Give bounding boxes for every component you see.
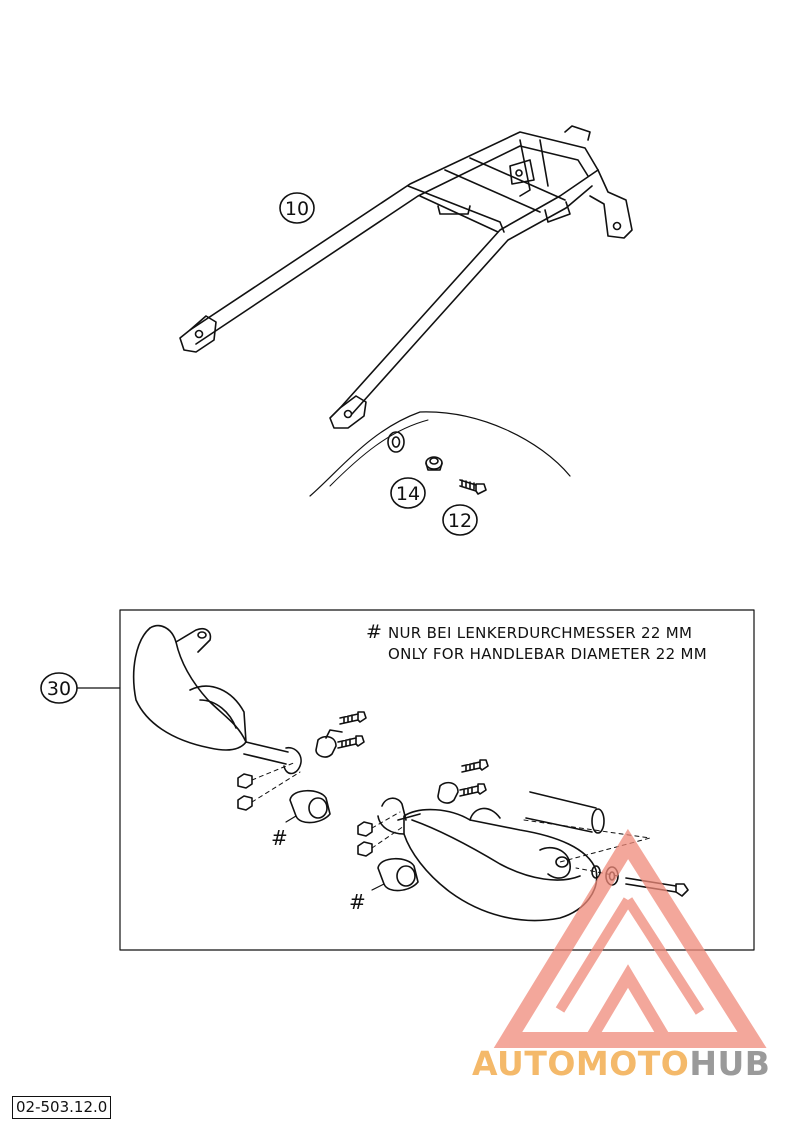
note-block: # NUR BEI LENKERDURCHMESSER 22 MM ONLY FO… xyxy=(366,622,707,665)
luggage-rack-drawing xyxy=(179,125,633,429)
right-handguard-drawing xyxy=(357,759,689,922)
callout-12: 12 xyxy=(448,510,472,532)
screw-part xyxy=(459,479,487,495)
note-symbol: # xyxy=(366,621,383,643)
fender-mount-hole xyxy=(387,431,405,453)
fender-outline xyxy=(309,411,571,497)
fender-outline-inner xyxy=(329,419,429,487)
washer-part xyxy=(425,456,443,471)
document-code: 02-503.12.0 xyxy=(12,1096,112,1119)
note-line-de: NUR BEI LENKERDURCHMESSER 22 MM xyxy=(388,624,693,642)
handguard-kit-frame xyxy=(119,609,755,951)
callout-14: 14 xyxy=(396,483,420,505)
callout-30: 30 xyxy=(47,678,71,700)
left-handguard-drawing xyxy=(132,624,367,824)
watermark-logo xyxy=(493,828,767,1048)
note-line-en: ONLY FOR HANDLEBAR DIAMETER 22 MM xyxy=(388,645,707,663)
callout-10: 10 xyxy=(285,198,309,220)
callout-bubbles xyxy=(40,192,478,704)
part-marker-right: # xyxy=(349,890,366,914)
watermark-text: AUTOMOTOHUB xyxy=(472,1044,771,1083)
part-marker-left: # xyxy=(271,826,288,850)
